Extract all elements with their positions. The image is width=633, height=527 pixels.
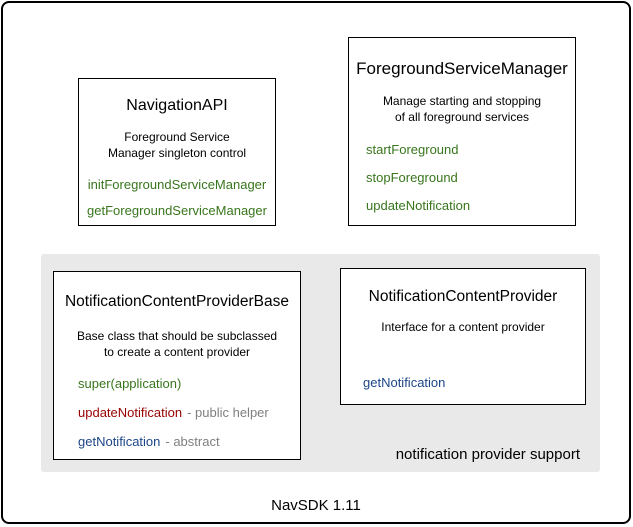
method-row: getForegroundServiceManager [79, 204, 275, 217]
class-description-notification-content-provider-base: Base class that should be subclassed to … [54, 328, 300, 360]
method-name: super(application) [78, 376, 182, 391]
class-box-navigation-api: NavigationAPI Foreground Service Manager… [78, 78, 276, 226]
sdk-version-label: NavSDK 1.11 [271, 497, 361, 514]
method-name: stopForeground [366, 170, 458, 185]
method-name: getNotification [363, 375, 446, 390]
method-row: updateNotification [366, 199, 575, 212]
method-list: super(application) updateNotification - p… [54, 377, 300, 448]
class-description-foreground-service-manager: Manage starting and stopping of all fore… [349, 93, 575, 125]
method-name: getNotification [78, 434, 161, 449]
method-name: startForeground [366, 142, 459, 157]
description-line: Manager singleton control [107, 146, 247, 160]
method-note: - abstract [165, 434, 220, 449]
description-line: Base class that should be subclassed [76, 329, 278, 343]
method-row: initForegroundServiceManager [79, 178, 275, 191]
panel-caption: notification provider support [395, 446, 580, 463]
class-title-notification-content-provider: NotificationContentProvider [368, 288, 558, 305]
class-description-navigation-api: Foreground Service Manager singleton con… [79, 129, 275, 161]
method-row: stopForeground [366, 171, 575, 184]
method-row: super(application) [78, 377, 300, 390]
description-line: of all foreground services [394, 110, 530, 124]
method-name: getForegroundServiceManager [87, 203, 267, 218]
class-title-navigation-api: NavigationAPI [126, 97, 228, 114]
description-line: Interface for a content provider [381, 320, 545, 334]
method-row: startForeground [366, 143, 575, 156]
class-box-notification-content-provider: NotificationContentProvider Interface fo… [340, 268, 586, 405]
description-line: to create a content provider [103, 345, 251, 359]
method-list: initForegroundServiceManager getForegrou… [79, 178, 275, 217]
method-row: updateNotification - public helper [78, 406, 300, 419]
method-row: getNotification [363, 376, 585, 389]
method-name: initForegroundServiceManager [87, 177, 267, 192]
method-name: updateNotification [366, 198, 471, 213]
class-description-notification-content-provider: Interface for a content provider [341, 319, 585, 335]
method-row: getNotification - abstract [78, 435, 300, 448]
class-box-foreground-service-manager: ForegroundServiceManager Manage starting… [348, 37, 576, 226]
class-box-notification-content-provider-base: NotificationContentProviderBase Base cla… [53, 271, 301, 460]
method-name: updateNotification [78, 405, 183, 420]
description-line: Manage starting and stopping [382, 94, 542, 108]
method-list: getNotification [341, 376, 585, 389]
method-note: - public helper [187, 405, 269, 420]
class-title-notification-content-provider-base: NotificationContentProviderBase [64, 293, 289, 310]
class-title-foreground-service-manager: ForegroundServiceManager [356, 59, 568, 78]
method-list: startForeground stopForeground updateNot… [349, 143, 575, 212]
description-line: Foreground Service [124, 130, 230, 144]
